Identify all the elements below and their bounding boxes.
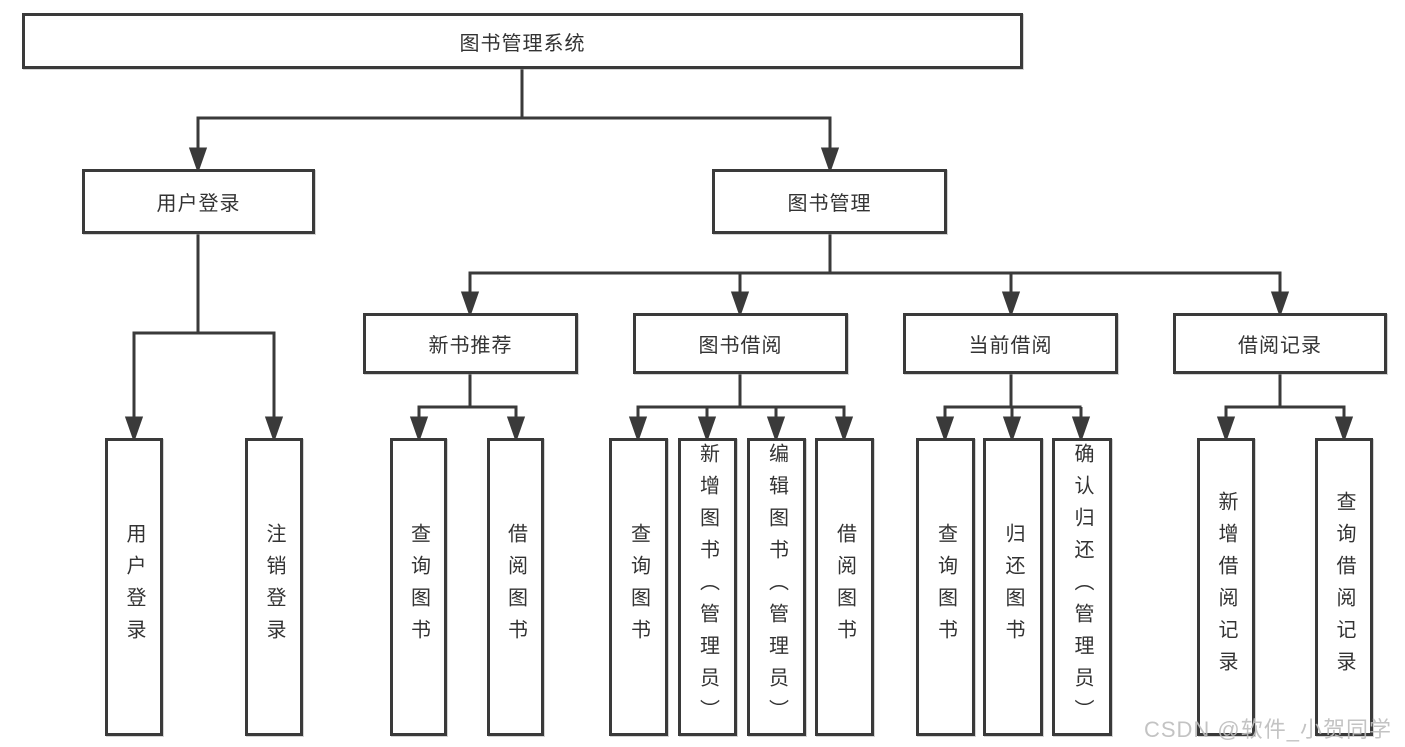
leaf-query-books-current-label: 查询图书 (934, 523, 957, 651)
node-library-management-system: 图书管理系统 (22, 13, 1023, 69)
leaf-return-book: 归还图书 (983, 438, 1043, 736)
leaf-add-book-admin-label: 新增图书（管理员） (696, 443, 719, 731)
leaf-logout: 注销登录 (245, 438, 303, 736)
leaf-query-borrow-record: 查询借阅记录 (1315, 438, 1373, 736)
leaf-confirm-return-admin: 确认归还（管理员） (1052, 438, 1112, 736)
node-user-login: 用户登录 (82, 169, 315, 234)
leaf-add-borrow-record: 新增借阅记录 (1197, 438, 1255, 736)
leaf-query-books-recommend-label: 查询图书 (407, 523, 430, 651)
node-new-book-recommend: 新书推荐 (363, 313, 578, 374)
csdn-watermark: CSDN @软件_小贺同学 (1143, 717, 1392, 742)
leaf-query-books-recommend: 查询图书 (390, 438, 447, 736)
node-borrow-records: 借阅记录 (1173, 313, 1387, 374)
leaf-add-borrow-record-label: 新增借阅记录 (1215, 491, 1237, 683)
leaf-user-login-label: 用户登录 (123, 523, 145, 651)
leaf-user-login: 用户登录 (105, 438, 163, 736)
node-book-borrow: 图书借阅 (633, 313, 848, 374)
leaf-query-books-current: 查询图书 (916, 438, 975, 736)
leaf-borrow-books: 借阅图书 (815, 438, 874, 736)
leaf-query-borrow-record-label: 查询借阅记录 (1333, 491, 1355, 683)
leaf-add-book-admin: 新增图书（管理员） (678, 438, 737, 736)
leaf-borrow-books-recommend: 借阅图书 (487, 438, 544, 736)
leaf-query-books-borrow-label: 查询图书 (627, 523, 650, 651)
leaf-logout-label: 注销登录 (263, 523, 285, 651)
leaf-edit-book-admin-label: 编辑图书（管理员） (765, 443, 788, 731)
leaf-confirm-return-admin-label: 确认归还（管理员） (1071, 443, 1093, 731)
leaf-return-book-label: 归还图书 (1002, 523, 1024, 651)
node-book-management: 图书管理 (712, 169, 947, 234)
leaf-borrow-books-recommend-label: 借阅图书 (504, 523, 527, 651)
leaf-edit-book-admin: 编辑图书（管理员） (747, 438, 806, 736)
leaf-borrow-books-label: 借阅图书 (833, 523, 856, 651)
node-current-borrow: 当前借阅 (903, 313, 1118, 374)
leaf-query-books-borrow: 查询图书 (609, 438, 668, 736)
